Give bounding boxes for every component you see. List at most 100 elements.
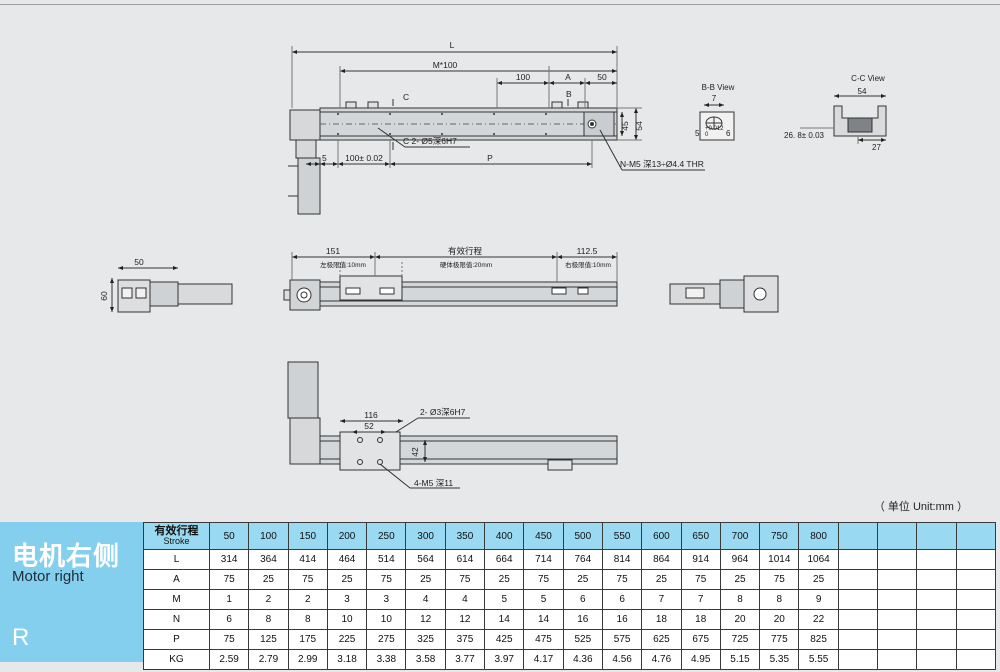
- table-cell: 75: [680, 569, 721, 590]
- dim-112-5: 112.5: [577, 246, 598, 256]
- empty-cell: [837, 649, 879, 670]
- table-cell: 8: [759, 589, 800, 610]
- table-cell: 75: [366, 569, 407, 590]
- table-cell: 20: [759, 609, 800, 630]
- row-label: A: [143, 569, 210, 590]
- table-cell: 275: [366, 629, 407, 650]
- row-label: KG: [143, 649, 210, 670]
- empty-cell: [916, 522, 957, 550]
- table-cell: 16: [601, 609, 643, 630]
- dim-151: 151: [326, 246, 340, 256]
- row-label: M: [143, 589, 210, 610]
- left-side-view: [110, 266, 233, 313]
- empty-cell: [837, 629, 879, 650]
- empty-cell: [837, 549, 879, 570]
- empty-cell: [955, 609, 997, 630]
- table-cell: 75: [208, 629, 250, 650]
- empty-cell: [916, 589, 957, 610]
- table-cell: 12: [405, 609, 446, 630]
- variant-code: R: [12, 624, 30, 651]
- table-cell: 10: [326, 609, 368, 630]
- empty-cell: [837, 522, 879, 550]
- table-cell: 5.15: [719, 649, 761, 670]
- stroke-header-value: 500: [562, 522, 603, 550]
- empty-cell: [916, 629, 957, 650]
- table-cell: 18: [641, 609, 682, 630]
- note-hard-limit: 硬体极限值:20mm: [440, 260, 492, 269]
- table-cell: 2: [287, 589, 328, 610]
- stroke-header-value: 50: [208, 522, 250, 550]
- table-cell: 2.99: [287, 649, 328, 670]
- table-cell: 625: [641, 629, 682, 650]
- stroke-header-value: 750: [759, 522, 800, 550]
- table-cell: 4: [405, 589, 446, 610]
- table-cell: 364: [248, 549, 289, 570]
- variant-title-en: Motor right: [12, 568, 84, 585]
- section-B: B: [566, 89, 572, 99]
- table-cell: 20: [719, 609, 761, 630]
- dim-P: P: [487, 153, 493, 163]
- top-view: [288, 46, 705, 215]
- table-cell: 6: [208, 609, 250, 630]
- table-cell: 825: [798, 629, 839, 650]
- empty-cell: [916, 549, 957, 570]
- table-cell: 25: [326, 569, 368, 590]
- table-cell: 5: [484, 589, 525, 610]
- callout-pin-3: 2- Ø3深6H7: [420, 407, 466, 417]
- left-side-view-labels: 50 60: [99, 257, 144, 301]
- table-cell: 25: [248, 569, 289, 590]
- table-cell: 1: [208, 589, 250, 610]
- bb-dim-6: 6: [726, 129, 731, 138]
- table-cell: 375: [444, 629, 486, 650]
- stroke-header-value: 800: [798, 522, 839, 550]
- row-label: P: [143, 629, 210, 650]
- table-cell: 4.36: [562, 649, 603, 670]
- empty-cell: [955, 569, 997, 590]
- table-cell: 575: [601, 629, 643, 650]
- table-cell: 2.79: [248, 649, 289, 670]
- dim-100: 100: [516, 72, 530, 82]
- stroke-header-value: 250: [366, 522, 407, 550]
- table-cell: 25: [405, 569, 446, 590]
- empty-cell: [877, 609, 918, 630]
- cc-dim-54: 54: [858, 87, 867, 96]
- table-cell: 4.76: [641, 649, 682, 670]
- dim-5: 5: [322, 153, 327, 163]
- empty-cell: [955, 522, 997, 550]
- table-cell: 714: [523, 549, 564, 570]
- table-cell: 25: [798, 569, 839, 590]
- front-view: [283, 252, 618, 311]
- unit-note: （ 单位 Unit:mm ）: [873, 501, 968, 513]
- table-cell: 2.59: [208, 649, 250, 670]
- dim-50: 50: [597, 72, 607, 82]
- table-cell: 75: [601, 569, 643, 590]
- stroke-header-value: 200: [326, 522, 368, 550]
- empty-cell: [955, 589, 997, 610]
- stroke-header-value: 650: [680, 522, 721, 550]
- empty-cell: [837, 609, 879, 630]
- bb-view: [699, 103, 735, 141]
- table-cell: 4: [444, 589, 486, 610]
- table-cell: 764: [562, 549, 603, 570]
- table-cell: 7: [641, 589, 682, 610]
- table-cell: 14: [484, 609, 525, 630]
- table-cell: 6: [601, 589, 643, 610]
- table-cell: 775: [759, 629, 800, 650]
- empty-cell: [955, 649, 997, 670]
- table-cell: 25: [719, 569, 761, 590]
- table-cell: 525: [562, 629, 603, 650]
- table-cell: 75: [208, 569, 250, 590]
- cc-dim-27: 27: [872, 143, 881, 152]
- table-cell: 225: [326, 629, 368, 650]
- table-cell: 75: [287, 569, 328, 590]
- table-cell: 8: [719, 589, 761, 610]
- cc-view: [800, 94, 887, 144]
- cc-dim-268: 26. 8± 0.03: [784, 131, 825, 140]
- table-cell: 3: [326, 589, 368, 610]
- top-rule: [0, 4, 1000, 5]
- table-cell: 4.56: [601, 649, 643, 670]
- table-cell: 3.97: [484, 649, 525, 670]
- table-cell: 675: [680, 629, 721, 650]
- empty-cell: [877, 629, 918, 650]
